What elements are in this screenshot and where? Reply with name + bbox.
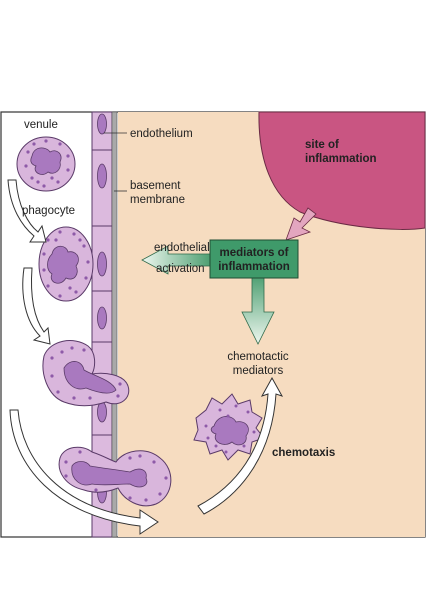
endothelium-label: endothelium [130,128,193,140]
mediators-down-arrow [241,275,275,345]
venule-label: venule [24,119,58,131]
site-label-line1: site of [305,139,339,151]
mediators-box [209,239,299,279]
mediators-left-arrow [141,245,211,275]
phagocyte-cell-2 [38,226,94,302]
migration-arrows [7,179,159,535]
mediators-label-line2: inflammation [218,261,290,273]
vessel-wall [91,111,118,538]
phagocyte-cell-5 [193,393,265,461]
site-to-mediators-arrow [285,207,317,241]
migration-arrow-3 [9,409,159,535]
chemotactic-label-line2: mediators [233,365,284,377]
endothelial-label-line2: activation [156,263,205,275]
chemotactic-label-line1: chemotactic [227,351,289,363]
phagocyte-label: phagocyte [22,205,75,217]
site-label-line2: inflammation [305,153,377,165]
mediators-label-line1: mediators of [219,247,288,259]
endothelial-label-line1: endothelial [154,242,210,254]
basement-label-line2: membrane [130,194,185,206]
migration-arrow-2 [22,267,51,345]
basement-label-line1: basement [130,180,181,192]
phagocyte-cell-3 [42,340,130,407]
chemotaxis-arrow [197,376,284,515]
chemotaxis-label: chemotaxis [272,447,335,459]
migration-arrow-1 [7,179,47,243]
phagocyte-cell-1 [16,136,76,192]
phagocyte-cell-4 [58,446,172,507]
